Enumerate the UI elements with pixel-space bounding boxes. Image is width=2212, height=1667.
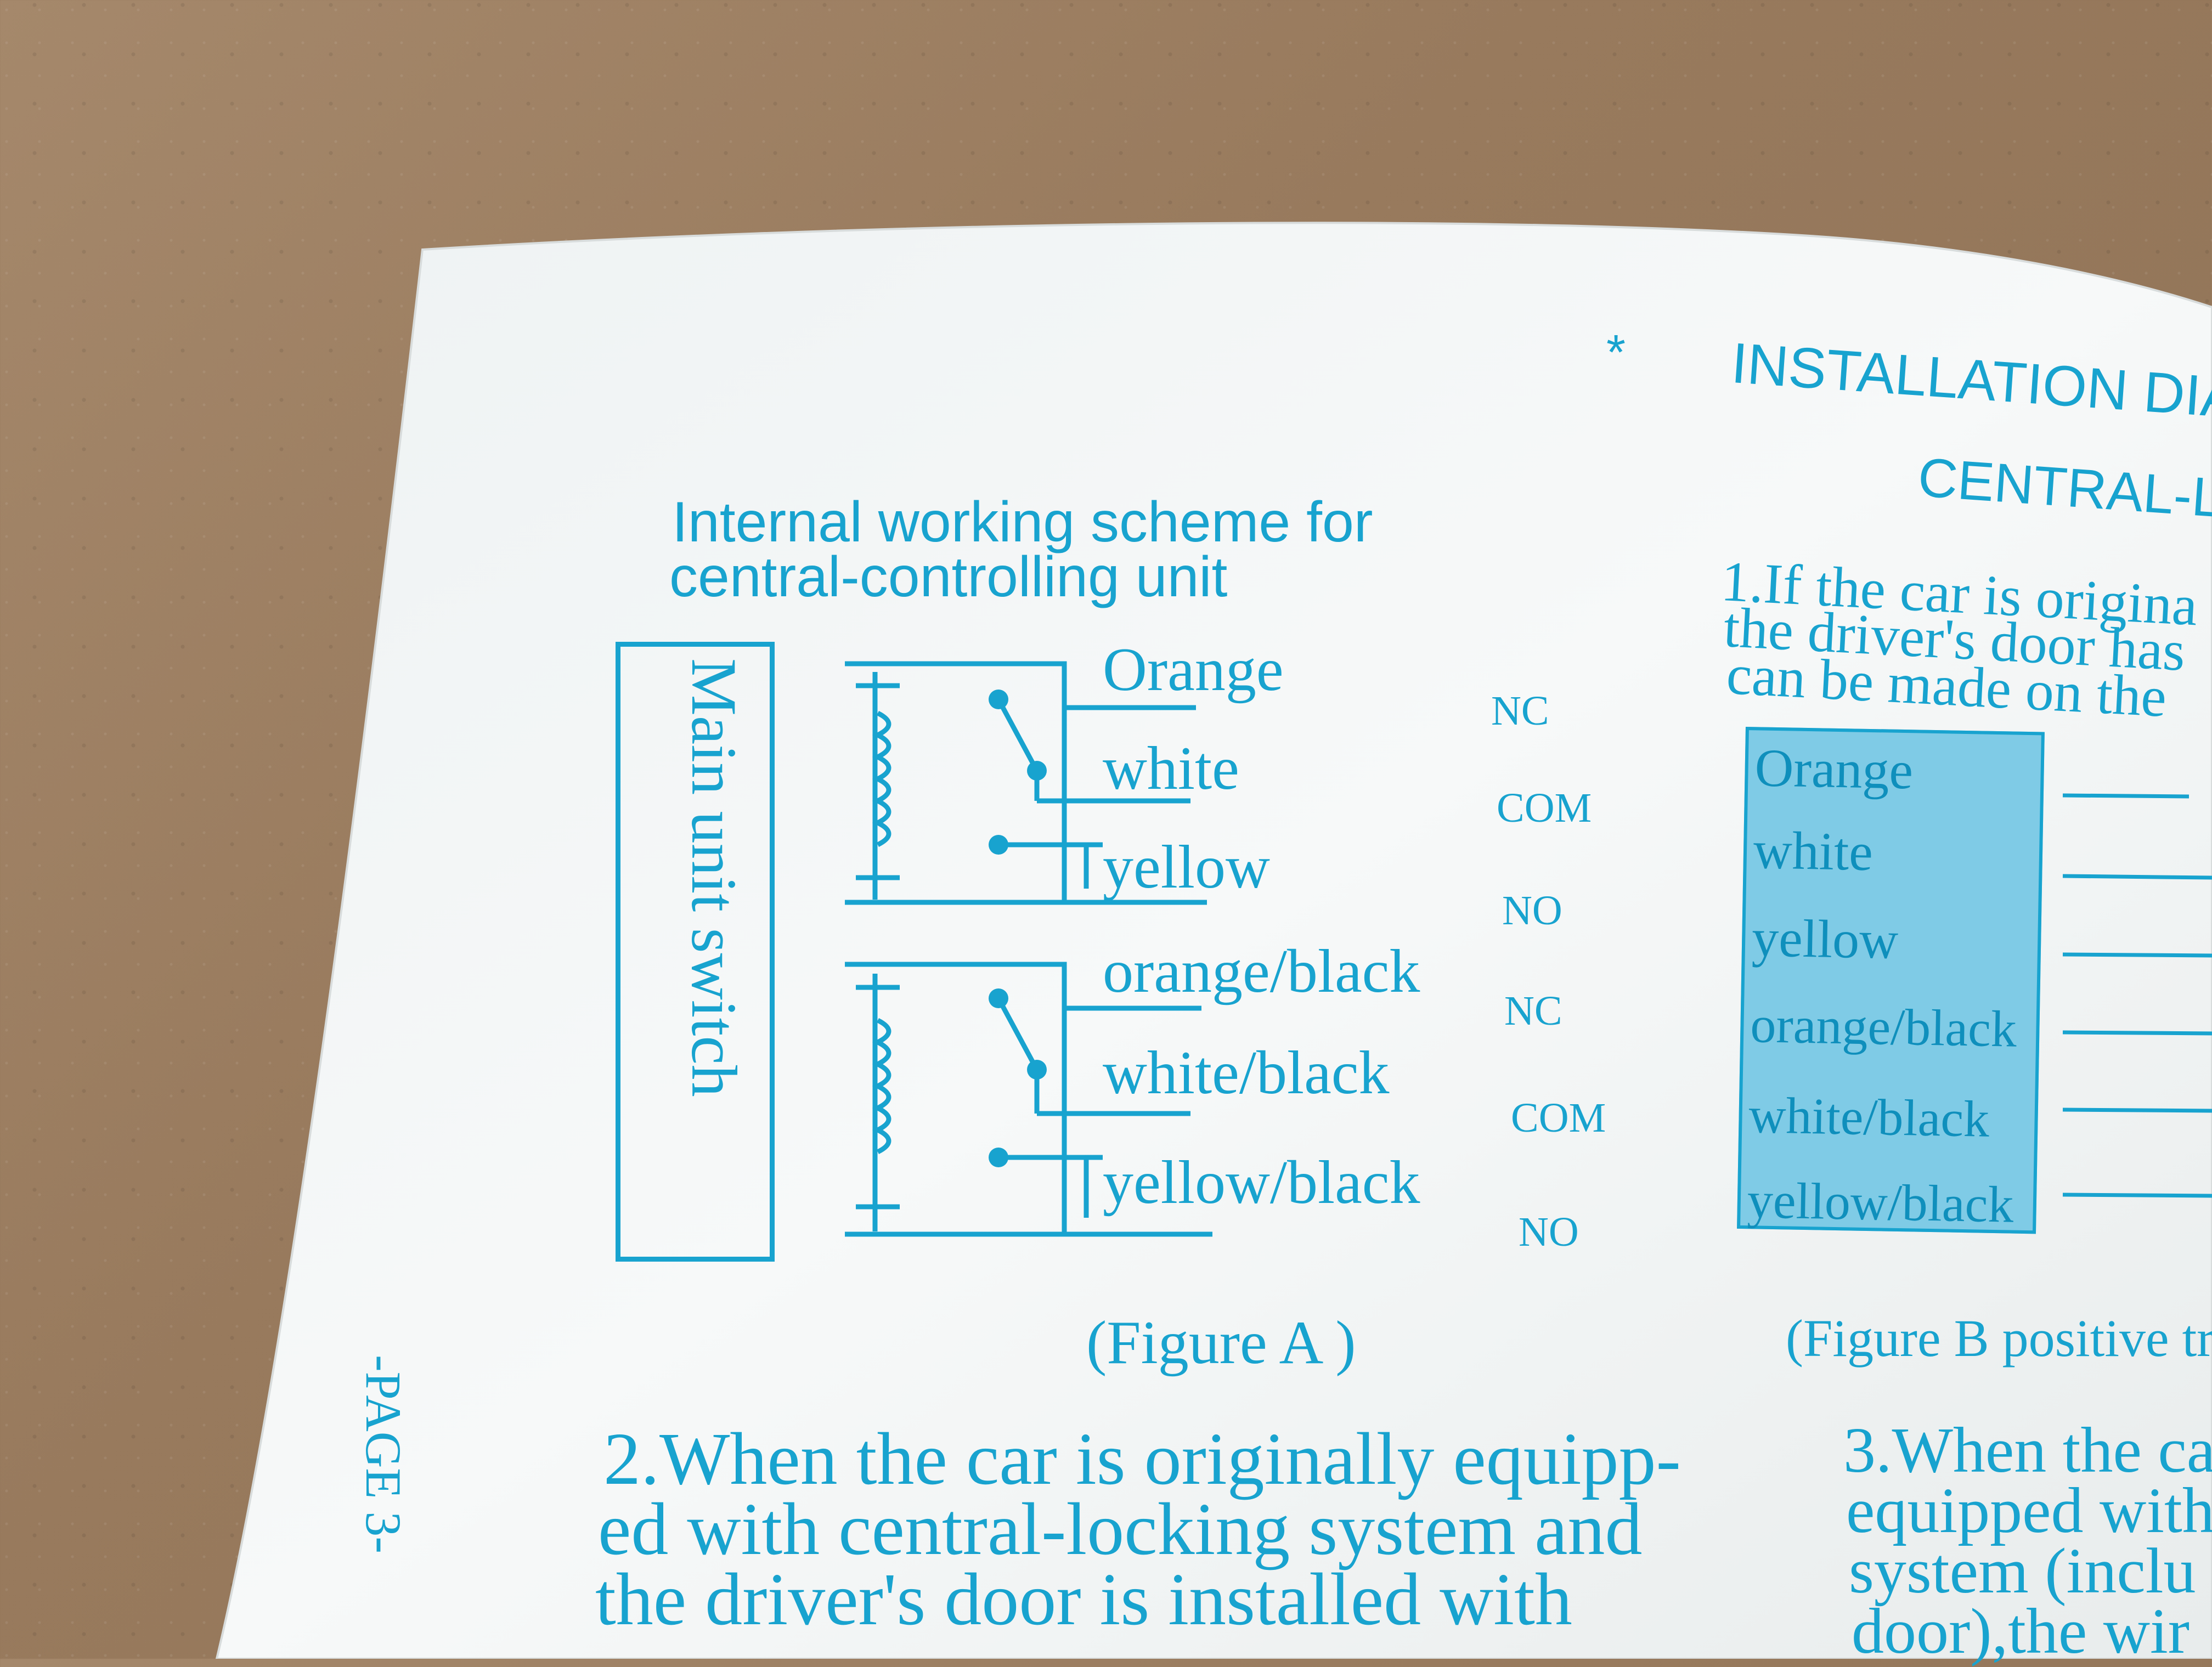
wire-label-white-black: white/black (1103, 1039, 1390, 1107)
contact-no-2: NO (1519, 1209, 1579, 1255)
main-unit-switch-box (616, 642, 775, 1262)
contact-com-2: COM (1511, 1095, 1606, 1141)
wire-label-orange-black: orange/black (1103, 937, 1420, 1005)
figure-a-title-line1: Internal working scheme for (672, 490, 1373, 554)
wire-label-yellow-black: yellow/black (1103, 1149, 1420, 1217)
contact-no-1: NO (1502, 888, 1562, 934)
contact-nc-1: NC (1491, 688, 1549, 734)
para2-line1: 2.When the car is originally equipp- (603, 1418, 1681, 1500)
page-number: -PAGE 3- (356, 1355, 411, 1554)
para2-line2: ed with central-locking system and (598, 1488, 1643, 1570)
figure-b-caption: (Figure B positive tr (1786, 1309, 2212, 1367)
figure-a-title-line2: central-controlling unit (669, 545, 1228, 609)
para3-line1: 3.When the ca (1843, 1414, 2212, 1486)
figure-a-caption: (Figure A ) (1086, 1309, 1356, 1377)
wire-label-white: white (1103, 734, 1239, 803)
wire-label-yellow: yellow (1103, 833, 1270, 901)
para2-line3: the driver's door is installed with (595, 1558, 1572, 1641)
header-asterisk: * (1606, 325, 1626, 380)
para3-line4: door),the wir (1852, 1595, 2190, 1667)
wire-label-orange: Orange (1103, 636, 1284, 704)
para3-line2: equipped with (1846, 1474, 2212, 1546)
contact-com-1: COM (1497, 785, 1592, 831)
contact-nc-2: NC (1504, 988, 1562, 1034)
para3-line3: system (inclu (1849, 1535, 2196, 1607)
